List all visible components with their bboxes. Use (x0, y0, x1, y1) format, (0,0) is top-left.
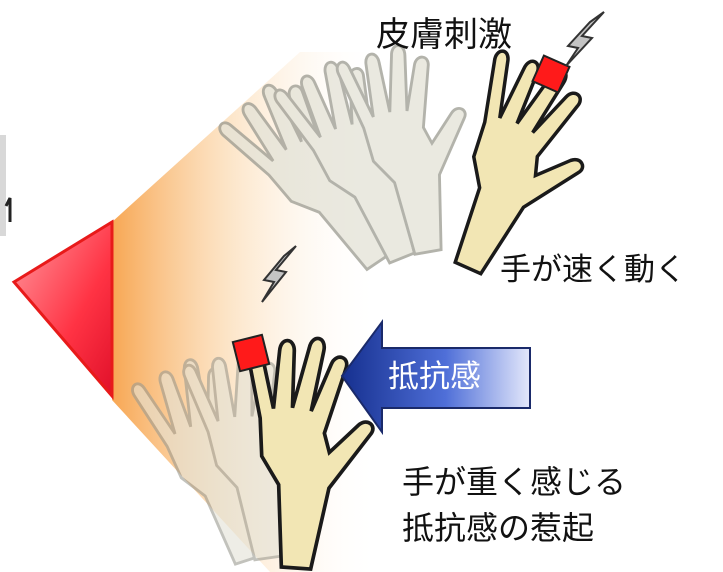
left-edge-fragment (4, 197, 12, 222)
label-hand-moves-fast: 手が速く動く (500, 252, 686, 288)
lightning-icon-upper (565, 11, 605, 67)
stimulus-marker-lower (231, 333, 271, 373)
arrow-icon-resistance (340, 318, 531, 436)
source-triangle (11, 219, 114, 401)
label-resistance-evoked: 抵抗感の惹起 (402, 509, 595, 547)
label-hand-feels-heavy: 手が重く感じる (402, 463, 627, 501)
label-resistance: 抵抗感 (388, 359, 481, 395)
stimulus-marker-upper (531, 54, 571, 94)
lightning-icon-lower (261, 245, 297, 303)
left-edge-shadow (0, 135, 6, 236)
label-skin-stimulus: 皮膚刺激 (376, 15, 512, 55)
